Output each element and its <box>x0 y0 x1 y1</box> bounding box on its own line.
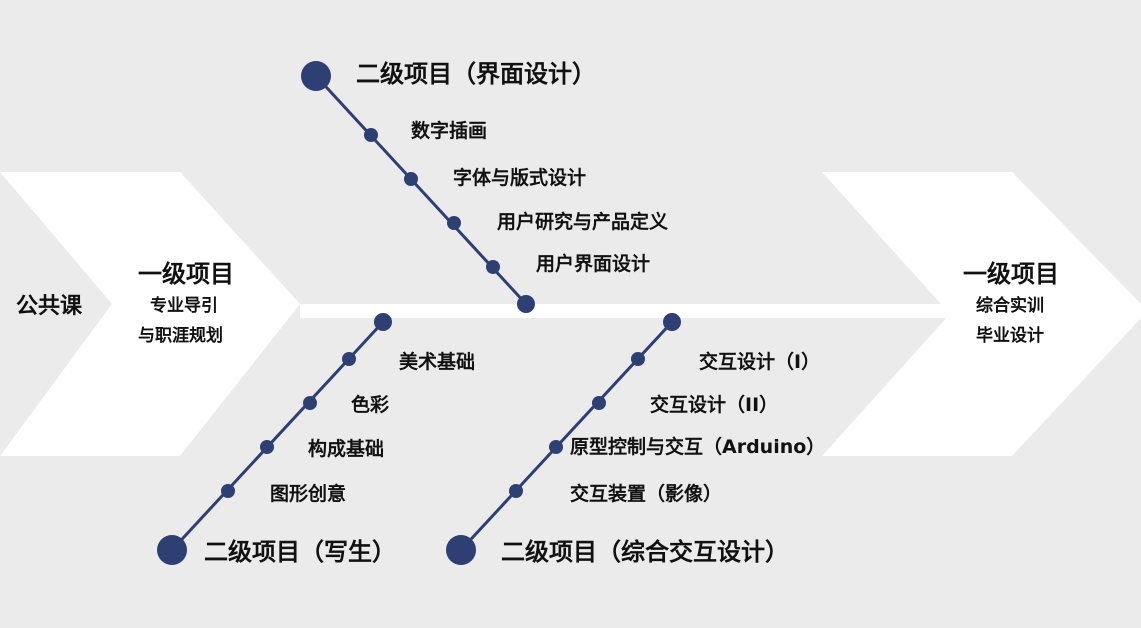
bottom-left-branch-item: 色彩 <box>351 394 390 416</box>
bottom-right-item-node <box>631 352 645 366</box>
bottom-right-branch-item: 交互设计（I） <box>699 351 821 373</box>
right-chevron-arrow <box>822 172 1141 456</box>
bottom-right-item-node <box>509 484 523 498</box>
spine-band <box>300 304 955 318</box>
bottom-right-branch-item: 交互设计（II） <box>650 394 779 416</box>
left-block-title: 一级项目 <box>138 260 234 288</box>
top-branch-head-node <box>301 61 331 91</box>
top-branch-end-node <box>517 295 535 313</box>
bottom-left-branch-head-node <box>157 535 187 565</box>
bottom-right-item-node <box>549 440 563 454</box>
bottom-right-branch-title: 二级项目（综合交互设计） <box>501 538 789 566</box>
bottom-right-branch-item: 交互装置（影像） <box>570 483 723 505</box>
top-branch-item: 用户界面设计 <box>536 253 651 275</box>
left-chevron-arrow <box>0 172 300 456</box>
top-branch-item: 用户研究与产品定义 <box>497 211 669 233</box>
right-block-title: 一级项目 <box>963 260 1059 288</box>
left-block-label: 公共课 <box>16 294 83 319</box>
bottom-left-item-node <box>342 352 356 366</box>
top-item-node <box>447 216 461 230</box>
bottom-left-branch-title: 二级项目（写生） <box>204 538 396 566</box>
left-block-line2: 与职涯规划 <box>138 326 223 346</box>
top-branch-title: 二级项目（界面设计） <box>356 60 596 88</box>
right-block-line1: 综合实训 <box>976 296 1044 316</box>
bottom-left-item-node <box>221 484 235 498</box>
left-block-line1: 专业导引 <box>150 296 218 316</box>
bottom-left-item-node <box>303 396 317 410</box>
bottom-left-branch-item: 构成基础 <box>308 438 385 460</box>
top-item-node <box>364 128 378 142</box>
bottom-left-item-node <box>260 440 274 454</box>
top-item-node <box>404 172 418 186</box>
right-block-line2: 毕业设计 <box>976 326 1044 346</box>
bottom-right-item-node <box>592 396 606 410</box>
top-branch-item: 数字插画 <box>411 120 488 142</box>
bottom-right-branch-end-node <box>663 313 681 331</box>
bottom-left-branch-item: 美术基础 <box>399 351 476 373</box>
bottom-right-branch-item: 原型控制与交互（Arduino） <box>570 436 826 458</box>
top-branch-item: 字体与版式设计 <box>453 167 587 189</box>
top-item-node <box>486 260 500 274</box>
bottom-right-branch-head-node <box>446 535 476 565</box>
bottom-left-branch-end-node <box>374 313 392 331</box>
bottom-left-branch-item: 图形创意 <box>270 483 347 505</box>
